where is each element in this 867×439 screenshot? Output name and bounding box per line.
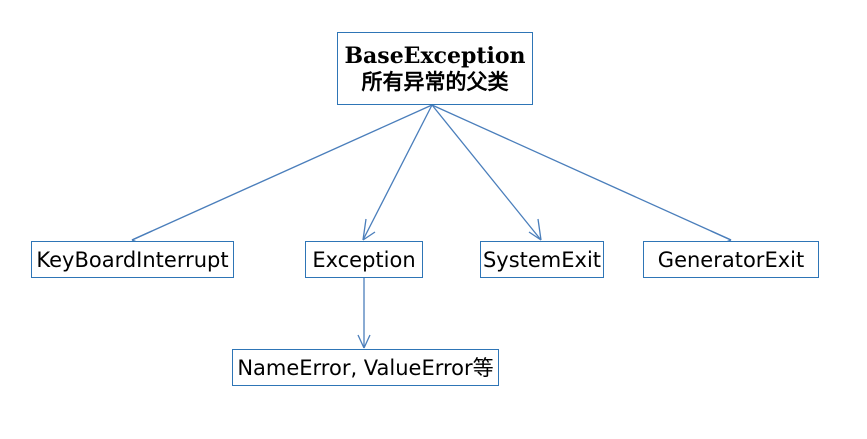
edge-base-to-systemexit <box>431 104 542 241</box>
arrowhead-nameerror <box>357 334 371 349</box>
arrowhead-systemexit <box>528 218 542 241</box>
edge-base-to-generatorexit <box>431 104 732 241</box>
node-nameerror-valueerror-label: NameError, ValueError等 <box>237 355 494 380</box>
node-exception[interactable]: Exception <box>305 241 423 278</box>
edge-base-to-exception <box>362 104 433 241</box>
node-systemexit-label: SystemExit <box>482 247 602 272</box>
node-keyboardinterrupt-label: KeyBoardInterrupt <box>36 247 229 272</box>
node-exception-label: Exception <box>312 247 416 272</box>
edge-base-to-keyboardinterrupt <box>131 104 433 241</box>
node-baseexception-title: BaseException <box>344 42 526 69</box>
node-nameerror-valueerror[interactable]: NameError, ValueError等 <box>232 349 499 386</box>
node-systemexit[interactable]: SystemExit <box>480 241 604 278</box>
arrowhead-exception <box>362 218 376 241</box>
node-generatorexit[interactable]: GeneratorExit <box>643 241 819 278</box>
node-keyboardinterrupt[interactable]: KeyBoardInterrupt <box>31 241 234 278</box>
node-baseexception[interactable]: BaseException 所有异常的父类 <box>337 32 533 105</box>
node-baseexception-subtitle: 所有异常的父类 <box>361 69 509 94</box>
node-generatorexit-label: GeneratorExit <box>657 247 805 272</box>
